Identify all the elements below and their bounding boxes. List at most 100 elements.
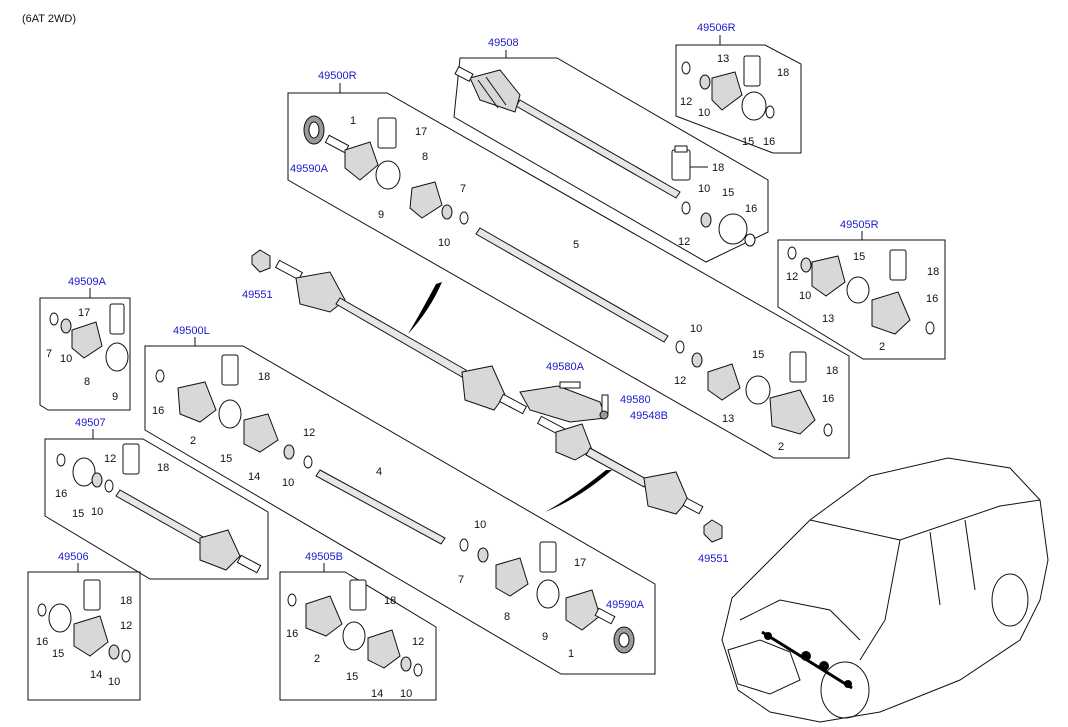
kit-49505R[interactable] <box>787 246 935 335</box>
part-49551-bottom[interactable]: 49551 <box>698 553 729 565</box>
variant-label: (6AT 2WD) <box>22 13 76 25</box>
nut-49551-top[interactable] <box>251 249 271 273</box>
callout-15-e: 15 <box>220 453 232 465</box>
callout-12-e: 12 <box>303 427 315 439</box>
frame-49505R: 49505R <box>777 219 946 360</box>
drive-shaft-49508[interactable] <box>454 66 681 199</box>
frame-49506R: 49506R <box>675 22 802 154</box>
callout-10-k: 10 <box>400 688 412 700</box>
part-49548B[interactable]: 49548B <box>630 410 668 422</box>
clamp-9-l[interactable] <box>536 579 560 609</box>
ring-16-l[interactable] <box>155 369 165 383</box>
ring-7-r[interactable] <box>459 211 469 225</box>
boot-14-l[interactable] <box>243 413 279 453</box>
kit-49506R[interactable] <box>681 55 775 121</box>
callout-18-b: 18 <box>777 67 789 79</box>
kit-49509A[interactable] <box>49 303 129 372</box>
group-label-49506[interactable]: 49506 <box>58 551 89 563</box>
kit-49506[interactable] <box>37 579 131 663</box>
callout-2-c: 2 <box>190 435 196 447</box>
boot-band-18-l[interactable] <box>221 354 239 386</box>
group-label-49509A[interactable]: 49509A <box>68 276 107 288</box>
callout-16-c: 16 <box>822 393 834 405</box>
callout-12-d: 12 <box>786 271 798 283</box>
callout-15-g: 15 <box>52 648 64 660</box>
callout-15-h: 15 <box>346 671 358 683</box>
ring-12-l[interactable] <box>303 455 313 469</box>
ring-16-a[interactable] <box>744 233 756 247</box>
part-49580[interactable]: 49580 <box>620 394 651 406</box>
inner-joint-2-r[interactable] <box>769 389 816 435</box>
callout-15-a: 15 <box>722 187 734 199</box>
clamp-15-a[interactable] <box>718 213 748 245</box>
ring-12-a[interactable] <box>681 201 691 215</box>
inner-joint-2-l[interactable] <box>177 381 217 423</box>
callout-18-e: 18 <box>258 371 270 383</box>
boot-8-l[interactable] <box>495 557 529 597</box>
group-label-49505R[interactable]: 49505R <box>840 219 879 231</box>
callout-18-d: 18 <box>927 266 939 278</box>
callout-12-a: 12 <box>678 236 690 248</box>
callout-18-a: 18 <box>712 162 724 174</box>
clamp-10-l2[interactable] <box>477 547 489 563</box>
callout-12-h: 12 <box>412 636 424 648</box>
callout-1-b: 1 <box>568 648 574 660</box>
callout-16-b: 16 <box>763 136 775 148</box>
frame-49508: 49508 <box>453 37 769 263</box>
clamp-10-l[interactable] <box>283 444 295 460</box>
shaft-5[interactable] <box>475 227 669 343</box>
part-49590A-r[interactable]: 49590A <box>290 163 329 175</box>
shaft-4[interactable] <box>315 469 446 545</box>
kit-49507[interactable] <box>56 443 262 574</box>
boot-band-18-r[interactable] <box>789 351 807 383</box>
callout-1-a: 1 <box>350 115 356 127</box>
nut-49551-bottom[interactable] <box>703 519 723 543</box>
callout-14-b: 14 <box>90 669 102 681</box>
ring-7-l[interactable] <box>459 538 469 552</box>
main-shaft-lower[interactable] <box>536 415 704 515</box>
clamp-15-r[interactable] <box>745 375 771 405</box>
ring-12-r[interactable] <box>675 340 685 354</box>
bearing-bracket[interactable] <box>519 381 609 423</box>
group-label-49506R[interactable]: 49506R <box>697 22 736 34</box>
callout-10-j: 10 <box>108 676 120 688</box>
kit-49505B[interactable] <box>287 579 423 677</box>
callout-12-f: 12 <box>104 453 116 465</box>
callout-16-f: 16 <box>55 488 67 500</box>
callout-16-e: 16 <box>152 405 164 417</box>
outer-joint-1-l[interactable] <box>565 589 616 631</box>
part-49551-top[interactable]: 49551 <box>242 289 273 301</box>
clamp-9-r[interactable] <box>375 160 401 190</box>
clamp-15-l[interactable] <box>218 399 242 429</box>
main-shaft-right[interactable] <box>274 259 528 415</box>
callout-12-g: 12 <box>120 620 132 632</box>
part-49580A[interactable]: 49580A <box>546 361 585 373</box>
group-label-49508[interactable]: 49508 <box>488 37 519 49</box>
callout-2-a: 2 <box>778 441 784 453</box>
clamp-10-a[interactable] <box>700 212 712 228</box>
frame-49500R: 49500R <box>287 70 850 459</box>
boot-band-18-a[interactable] <box>671 145 691 181</box>
callout-8-b: 8 <box>84 376 90 388</box>
callout-17-c: 17 <box>574 557 586 569</box>
group-label-49500L[interactable]: 49500L <box>173 325 210 337</box>
callout-8-a: 8 <box>422 151 428 163</box>
boot-band-17-l[interactable] <box>539 541 557 573</box>
group-label-49507[interactable]: 49507 <box>75 417 106 429</box>
callout-12-c: 12 <box>674 375 686 387</box>
boot-8-r[interactable] <box>409 181 443 219</box>
boot-13-r[interactable] <box>707 363 741 401</box>
group-label-49505B[interactable]: 49505B <box>305 551 343 563</box>
ring-16-r[interactable] <box>823 423 833 437</box>
clamp-10-r[interactable] <box>441 204 453 220</box>
callout-18-g: 18 <box>120 595 132 607</box>
outer-joint-1-r[interactable] <box>324 134 379 181</box>
callout-13-c: 13 <box>822 313 834 325</box>
group-label-49500R[interactable]: 49500R <box>318 70 357 82</box>
boot-band-17-r[interactable] <box>377 117 397 149</box>
callout-13-b: 13 <box>722 413 734 425</box>
clamp-10-r2[interactable] <box>691 352 703 368</box>
part-49590A-l[interactable]: 49590A <box>606 599 645 611</box>
